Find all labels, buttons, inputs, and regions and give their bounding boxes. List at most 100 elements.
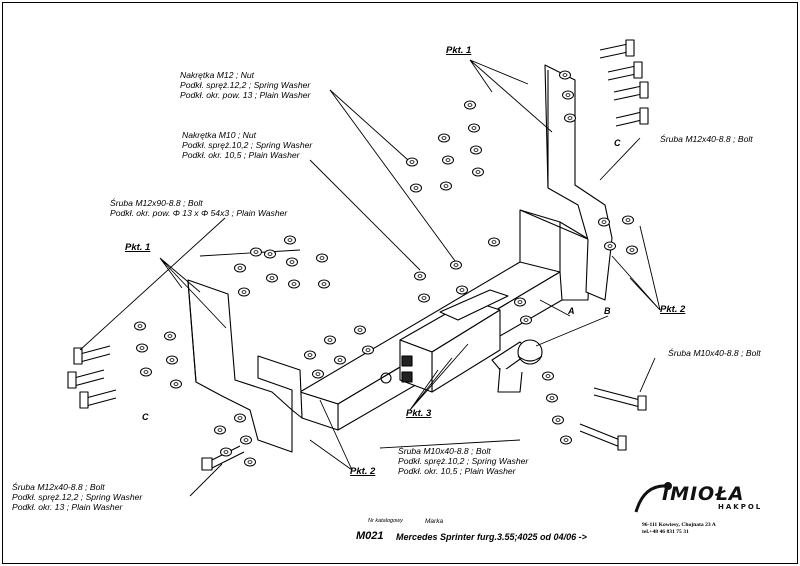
washer-icon bbox=[318, 279, 330, 289]
washer-hole bbox=[237, 416, 243, 420]
part-letter-b: B bbox=[604, 306, 611, 316]
center-bracket bbox=[380, 289, 509, 393]
part-letter-c-top: C bbox=[614, 138, 621, 148]
right-m10-bolts bbox=[579, 387, 647, 451]
washer-hole bbox=[409, 160, 415, 164]
right-side-plate bbox=[544, 64, 613, 301]
washer-hole bbox=[137, 324, 143, 328]
washer-hole bbox=[565, 93, 571, 97]
washer-hole bbox=[267, 252, 273, 256]
washer-hole bbox=[473, 148, 479, 152]
washer-icon bbox=[488, 237, 500, 247]
washer-icon bbox=[440, 181, 452, 191]
washer-icon bbox=[546, 393, 558, 403]
callout-pkt-bottom: Pkt. 2 bbox=[350, 466, 376, 477]
washer-hole bbox=[269, 276, 275, 280]
washer-icon bbox=[552, 415, 564, 425]
label-line: Nakrętka M12 ; Nut bbox=[180, 70, 255, 80]
washer-icon bbox=[626, 245, 638, 255]
washer-hole bbox=[625, 218, 631, 222]
label-line: Podkł. spręż.10,2 ; Spring Washer bbox=[398, 456, 529, 466]
washer-hole bbox=[517, 300, 523, 304]
label-line: Podkł. spręż.12,2 ; Spring Washer bbox=[180, 80, 311, 90]
washer-icon bbox=[220, 447, 232, 457]
label-bolt-m12x40-bottom: Śruba M12x40-8.8 ; Bolt Podkł. spręż.12,… bbox=[12, 482, 142, 512]
label-bolt-m10x40-right: Śruba M10x40-8.8 ; Bolt bbox=[668, 348, 761, 358]
label-bolt-m10x40-bottom: Śruba M10x40-8.8 ; Bolt Podkł. spręż.10,… bbox=[398, 446, 528, 476]
washer-hole bbox=[545, 374, 551, 378]
washer-icon bbox=[284, 235, 296, 245]
washer-hole bbox=[287, 238, 293, 242]
washer-hole bbox=[327, 338, 333, 342]
washer-icon bbox=[604, 241, 616, 251]
washer-hole bbox=[459, 288, 465, 292]
washer-hole bbox=[321, 282, 327, 286]
label-line: Podkł. spręż.10,2 ; Spring Washer bbox=[182, 140, 313, 150]
label-line: Śruba M12x40-8.8 ; Bolt bbox=[12, 482, 105, 492]
washer-icon bbox=[362, 345, 374, 355]
washer-icon bbox=[450, 260, 462, 270]
washer-icon bbox=[464, 100, 476, 110]
label-line: Nakrętka M10 ; Nut bbox=[182, 130, 257, 140]
washer-icon bbox=[456, 285, 468, 295]
washer-hole bbox=[445, 158, 451, 162]
washer-hole bbox=[243, 438, 249, 442]
washer-hole bbox=[139, 346, 145, 350]
label-line: Śruba M12x90-8.8 ; Bolt bbox=[110, 198, 203, 208]
washer-hole bbox=[357, 328, 363, 332]
washer-icon bbox=[438, 133, 450, 143]
washer-icon bbox=[334, 355, 346, 365]
washer-hole bbox=[223, 450, 229, 454]
part-letter-a: A bbox=[568, 306, 575, 316]
washer-hole bbox=[319, 256, 325, 260]
washer-hole bbox=[421, 296, 427, 300]
washer-hole bbox=[253, 250, 259, 254]
washer-hole bbox=[217, 428, 223, 432]
label-line: Podkł. okr. 13 ; Plain Washer bbox=[12, 502, 123, 512]
washer-hole bbox=[307, 353, 313, 357]
washer-icon bbox=[264, 249, 276, 259]
washer-hole bbox=[337, 358, 343, 362]
washer-hole bbox=[143, 370, 149, 374]
washer-hole bbox=[237, 266, 243, 270]
washer-hole bbox=[365, 348, 371, 352]
washer-icon bbox=[560, 435, 572, 445]
logo-sub: HAKPOL bbox=[718, 503, 763, 511]
callout-pkt-center: Pkt. 3 bbox=[406, 408, 432, 419]
label-line: Śruba M10x40-8.8 ; Bolt bbox=[398, 446, 491, 456]
part-letter-c-left: C bbox=[142, 412, 149, 422]
washer-icon bbox=[418, 293, 430, 303]
address-line: 96-111 Kowiesy, Chojnata 23 A bbox=[642, 522, 716, 528]
washer-hole bbox=[549, 396, 555, 400]
washer-icon bbox=[240, 435, 252, 445]
label-nut-m10: Nakrętka M10 ; Nut Podkł. spręż.10,2 ; S… bbox=[182, 130, 312, 160]
washer-hole bbox=[413, 186, 419, 190]
footer-catalog-caption: Nr katalogowy bbox=[368, 518, 403, 524]
footer-vehicle: Mercedes Sprinter furg.3.55;4025 od 04/0… bbox=[396, 532, 587, 542]
label-line: Podkł. okr. 10,5 ; Plain Washer bbox=[398, 466, 516, 476]
washer-icon bbox=[304, 350, 316, 360]
footer-make-caption: Marka bbox=[425, 518, 444, 525]
washer-icon bbox=[354, 325, 366, 335]
washer-icon bbox=[559, 70, 571, 80]
washer-icon bbox=[214, 425, 226, 435]
hardware-group bbox=[134, 70, 638, 467]
washer-hole bbox=[169, 358, 175, 362]
washer-hole bbox=[555, 418, 561, 422]
washer-icon bbox=[470, 145, 482, 155]
washer-hole bbox=[167, 334, 173, 338]
washer-icon bbox=[266, 273, 278, 283]
washer-hole bbox=[443, 184, 449, 188]
label-bolt-m12x40-top: Śruba M12x40-8.8 ; Bolt bbox=[660, 134, 753, 144]
washer-icon bbox=[250, 247, 262, 257]
washer-icon bbox=[166, 355, 178, 365]
leader-lines bbox=[79, 59, 661, 497]
washer-icon bbox=[312, 369, 324, 379]
washer-icon bbox=[442, 155, 454, 165]
washer-icon bbox=[598, 217, 610, 227]
washer-icon bbox=[468, 123, 480, 133]
washer-hole bbox=[475, 170, 481, 174]
washer-icon bbox=[316, 253, 328, 263]
